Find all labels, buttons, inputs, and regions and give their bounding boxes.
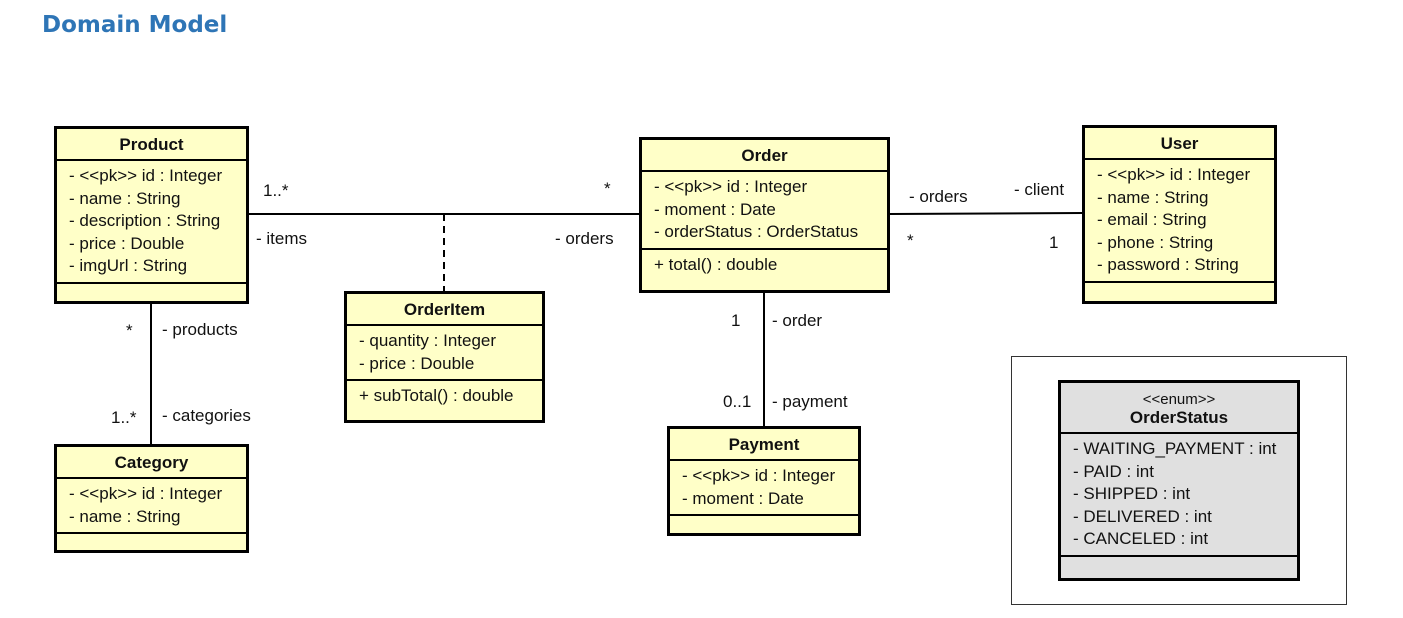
enum-orderstatus-name: OrderStatus [1129,408,1229,427]
class-order[interactable]: Order - <<pk>> id : Integer - moment : D… [639,137,890,293]
role-payment: - payment [772,392,848,411]
multiplicity-product-order-order: * [604,179,611,198]
class-payment-attributes: - <<pk>> id : Integer - moment : Date [670,461,858,516]
class-user-name: User [1085,128,1274,160]
class-payment[interactable]: Payment - <<pk>> id : Integer - moment :… [667,426,861,536]
class-order-name: Order [642,140,887,172]
class-orderitem[interactable]: OrderItem - quantity : Integer - price :… [344,291,545,423]
enum-orderstatus-header: <<enum>> OrderStatus [1061,383,1297,434]
enum-literal: - PAID : int [1073,461,1154,481]
class-payment-operations [670,516,858,532]
attribute: - <<pk>> id : Integer [69,166,223,185]
page-title: Domain Model [42,12,228,38]
attribute: - price : Double [359,353,475,373]
enum-orderstatus-operations [1061,557,1297,573]
role-order: - order [772,311,823,330]
enum-orderstatus[interactable]: <<enum>> OrderStatus - WAITING_PAYMENT :… [1058,380,1300,581]
multiplicity-product-category-product: * [126,321,133,340]
class-product-name: Product [57,129,246,161]
enum-stereotype: <<enum>> [1142,391,1216,408]
role-categories: - categories [162,406,251,425]
attribute: - name : String [69,506,181,526]
class-order-operations: + total() : double [642,250,887,281]
class-category-attributes: - <<pk>> id : Integer - name : String [57,479,246,534]
role-products: - products [162,320,238,339]
enum-literal: - WAITING_PAYMENT : int [1073,439,1277,458]
class-category-operations [57,534,246,550]
attribute: - <<pk>> id : Integer [1097,165,1251,184]
attribute: - orderStatus : OrderStatus [654,222,859,241]
attribute: - quantity : Integer [359,331,497,350]
attribute: - <<pk>> id : Integer [69,484,223,503]
operation: + subTotal() : double [359,386,514,405]
enum-literal: - CANCELED : int [1073,529,1209,548]
class-user[interactable]: User - <<pk>> id : Integer - name : Stri… [1082,125,1277,304]
attribute: - description : String [69,211,221,230]
attribute: - email : String [1097,210,1207,229]
attribute: - moment : Date [654,199,776,219]
class-orderitem-attributes: - quantity : Integer - price : Double [347,326,542,381]
class-orderitem-name: OrderItem [347,294,542,326]
attribute: - phone : String [1097,232,1214,252]
attribute: - moment : Date [682,488,804,508]
class-user-operations [1085,283,1274,299]
class-product-operations [57,284,246,300]
attribute: - imgUrl : String [69,256,188,275]
class-orderitem-operations: + subTotal() : double [347,381,542,412]
multiplicity-order-user-user: 1 [1049,233,1059,252]
attribute: - password : String [1097,255,1239,274]
role-user-orders: - orders [909,187,968,206]
attribute: - price : Double [69,233,185,253]
enum-literal: - DELIVERED : int [1073,506,1212,526]
enum-literal: - SHIPPED : int [1073,484,1191,503]
class-order-attributes: - <<pk>> id : Integer - moment : Date - … [642,172,887,250]
enum-orderstatus-literals: - WAITING_PAYMENT : int - PAID : int - S… [1061,434,1297,557]
attribute: - <<pk>> id : Integer [654,177,808,196]
attribute: - name : String [1097,187,1209,207]
multiplicity-product-order-product: 1..* [263,181,289,200]
operation: + total() : double [654,254,778,274]
multiplicity-order-payment-payment: 0..1 [723,392,752,411]
role-client: - client [1014,180,1065,199]
class-product[interactable]: Product - <<pk>> id : Integer - name : S… [54,126,249,304]
class-payment-name: Payment [670,429,858,461]
class-category-name: Category [57,447,246,479]
attribute: - <<pk>> id : Integer [682,466,836,485]
multiplicity-order-user-order: * [907,231,914,250]
role-orders: - orders [555,229,614,248]
class-product-attributes: - <<pk>> id : Integer - name : String - … [57,161,246,284]
attribute: - name : String [69,188,181,208]
multiplicity-order-payment-order: 1 [731,311,741,330]
multiplicity-product-category-category: 1..* [111,408,137,427]
class-category[interactable]: Category - <<pk>> id : Integer - name : … [54,444,249,553]
class-user-attributes: - <<pk>> id : Integer - name : String - … [1085,160,1274,283]
association-order-user [889,212,1084,215]
role-items: - items [256,229,307,248]
